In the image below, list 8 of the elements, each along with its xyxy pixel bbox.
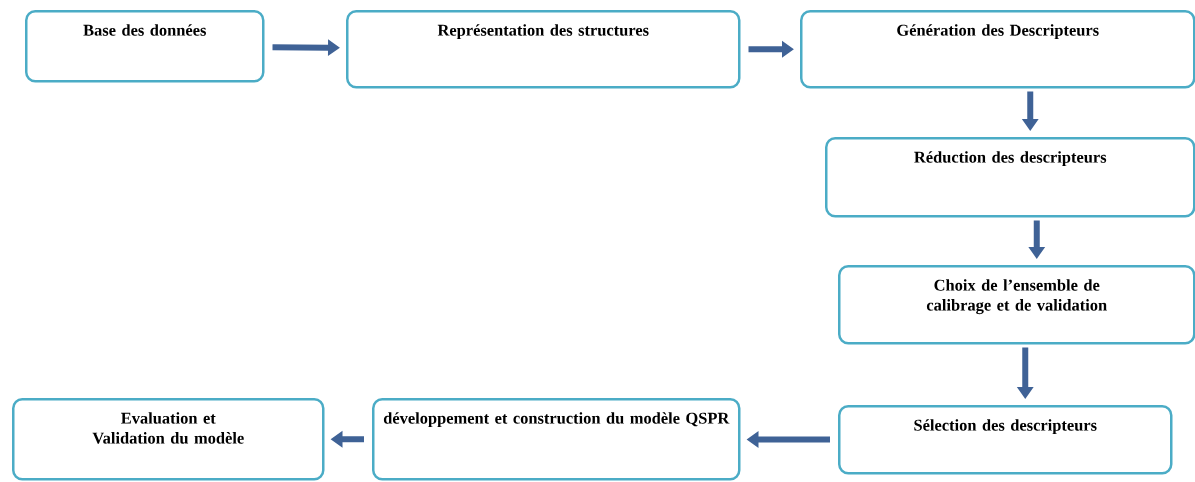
- process-box: Sélection des descripteurs: [838, 405, 1173, 475]
- process-box: Choix de l’ensemble de calibrage et de validation: [838, 265, 1195, 345]
- process-box: Base des données: [25, 10, 265, 83]
- process-box: développement et construction du modèle QSPR: [372, 398, 741, 481]
- process-box: Evaluation et Validation du modèle: [12, 398, 325, 481]
- process-box: Réduction des descripteurs: [825, 137, 1195, 218]
- process-box: Génération des Descripteurs: [800, 10, 1195, 89]
- process-box: Représentation des structures: [346, 10, 741, 89]
